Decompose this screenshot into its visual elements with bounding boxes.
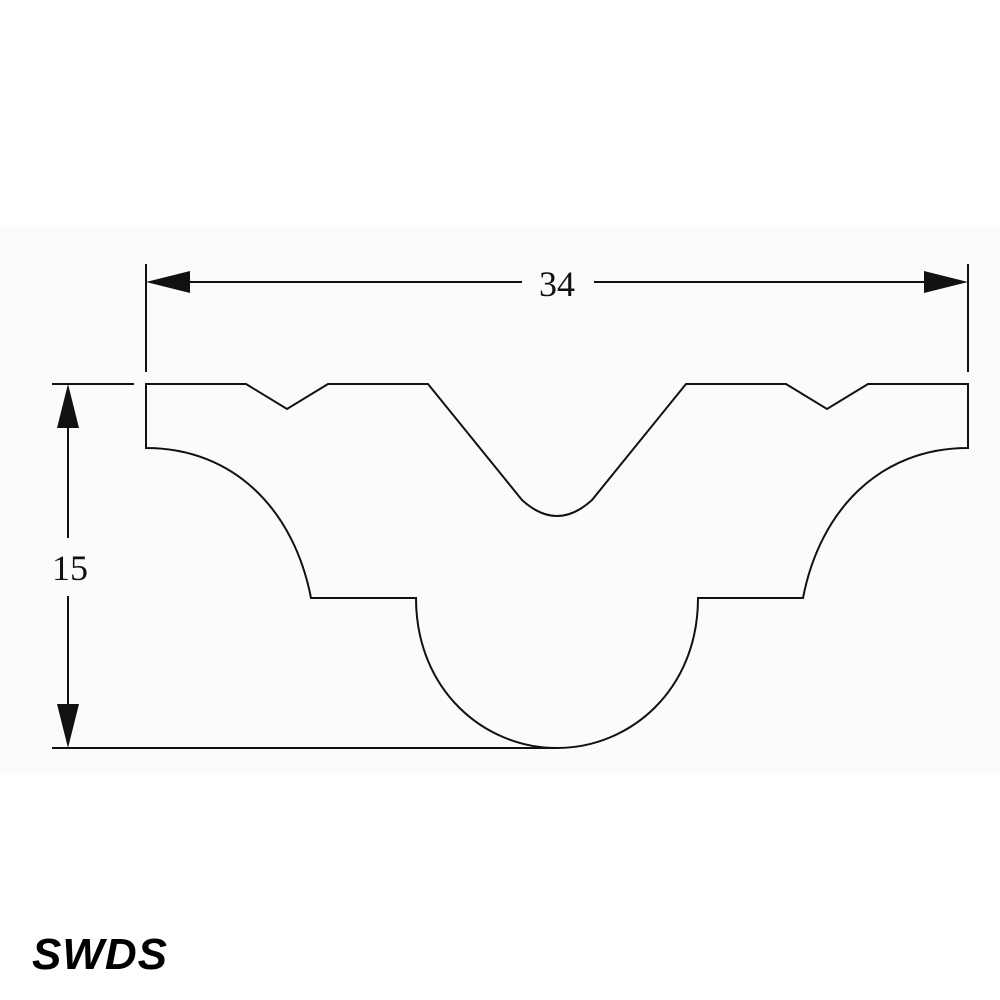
profile-outline (145, 383, 969, 750)
height-arrow-up-icon (57, 384, 79, 428)
height-arrow-down-icon (57, 704, 79, 748)
height-dimension-label: 15 (52, 548, 88, 588)
width-dimension-label: 34 (539, 264, 575, 304)
width-arrow-right-icon (924, 271, 968, 293)
brand-logo: SWDS (32, 930, 168, 979)
width-arrow-left-icon (146, 271, 190, 293)
drawing-panel (0, 226, 1000, 774)
